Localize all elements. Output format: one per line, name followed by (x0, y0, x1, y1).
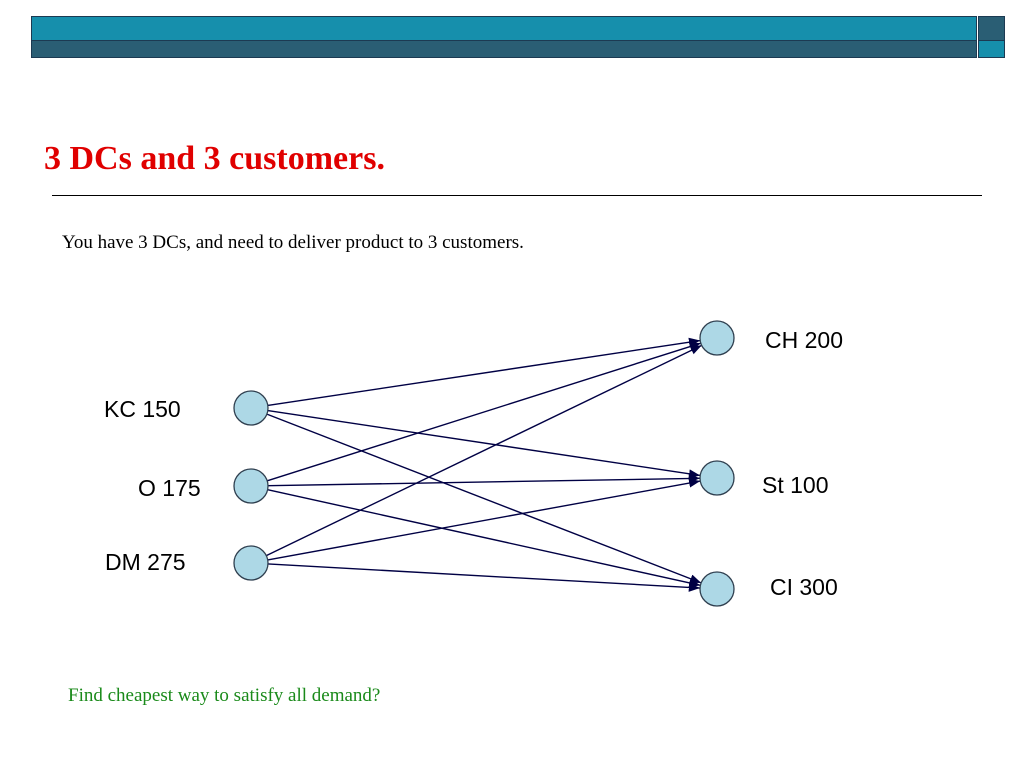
customer-label-ch: CH 200 (765, 327, 843, 353)
header-decoration-bar (31, 16, 1005, 58)
dc-label-kc: KC 150 (104, 396, 181, 422)
dc-node-o (233, 468, 269, 504)
edge-kc-to-st (267, 409, 701, 479)
dc-node-kc (233, 390, 269, 426)
edges-layer (266, 337, 702, 592)
labels-layer: KC 150 O 175 DM 275 CH 200 St 100 CI 300 (104, 327, 843, 600)
edge-o-to-ch (266, 342, 702, 482)
customer-node-ci (699, 571, 735, 607)
question-text: Find cheapest way to satisfy all demand? (68, 685, 381, 706)
nodes-layer (233, 320, 735, 607)
slide-subtitle: You have 3 DCs, and need to deliver prod… (62, 232, 524, 253)
dc-node-dm (233, 545, 269, 581)
header-bar-bottom (31, 41, 977, 58)
customer-label-st: St 100 (762, 472, 829, 498)
edge-o-to-st (267, 474, 701, 487)
edge-dm-to-ch (266, 344, 702, 557)
customer-label-ci: CI 300 (770, 574, 838, 600)
slide-title: 3 DCs and 3 customers. (44, 140, 385, 177)
edge-dm-to-st (267, 478, 701, 561)
edge-o-to-ci (267, 488, 701, 588)
edge-kc-to-ci (266, 413, 702, 584)
edge-dm-to-ci (267, 563, 701, 592)
customer-node-ch (699, 320, 735, 356)
header-square-top (978, 16, 1005, 41)
header-bar-top (31, 16, 977, 41)
dc-label-dm: DM 275 (105, 549, 186, 575)
title-divider (52, 195, 982, 196)
edge-kc-to-ch (267, 337, 701, 407)
customer-node-st (699, 460, 735, 496)
dc-label-o: O 175 (138, 475, 201, 501)
header-square-bottom (978, 41, 1005, 58)
